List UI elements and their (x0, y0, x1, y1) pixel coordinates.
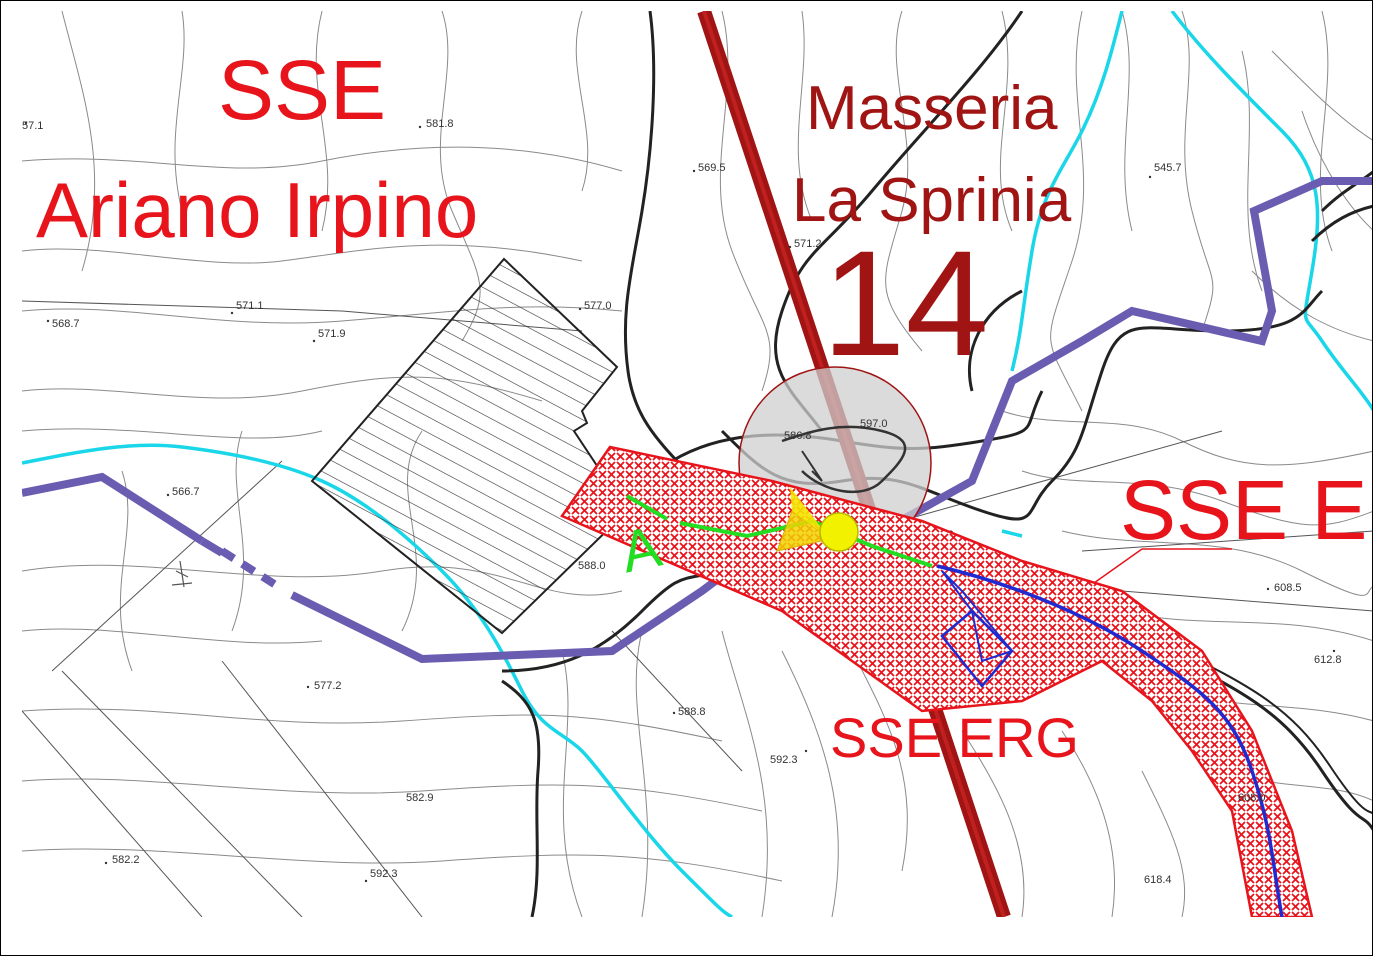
spot-height: 577.2 (314, 680, 342, 692)
spot-height: 608.0 (1238, 792, 1266, 804)
spot-height: 57.1 (22, 120, 43, 132)
label-masseria: Masseria (806, 74, 1058, 143)
hatched-site (310, 257, 629, 635)
spot-height: 571.2 (794, 238, 822, 250)
spot-height: 571.1 (236, 300, 264, 312)
map-canvas[interactable]: 57.1 581.8 569.5 545.7 571.2 568.7 571.1… (22, 11, 1373, 917)
spot-height: 569.5 (698, 162, 726, 174)
buffer-area (560, 445, 1314, 917)
survey-marker-icon (171, 560, 193, 588)
spot-height: 581.8 (426, 118, 454, 130)
spot-height: 592.3 (370, 868, 398, 880)
turbine-number-label: 14 (822, 219, 989, 387)
label-sse-ariano: SSE (218, 43, 386, 137)
turbine-marker[interactable] (776, 487, 859, 552)
spot-height: 618.4 (1144, 874, 1172, 886)
label-la-sprinia: La Sprinia (792, 166, 1072, 235)
spot-height: 545.7 (1154, 162, 1182, 174)
spot-height: 571.9 (318, 328, 346, 340)
spot-height: 582.2 (112, 854, 140, 866)
spot-height: 586.8 (784, 430, 812, 442)
spot-height: 566.7 (172, 486, 200, 498)
spot-height: 577.0 (584, 300, 612, 312)
cable-route (936, 564, 1284, 917)
label-sse-erg: SSE ERG (830, 706, 1079, 769)
spot-height: 568.7 (52, 318, 80, 330)
field-boundaries (22, 300, 1372, 917)
spot-height: 612.8 (1314, 654, 1342, 666)
spot-height: 588.8 (678, 706, 706, 718)
map-viewport[interactable]: 57.1 581.8 569.5 545.7 571.2 568.7 571.1… (22, 11, 1373, 917)
spot-height: 592.3 (770, 754, 798, 766)
spot-height: 582.9 (406, 792, 434, 804)
spot-height: 588.0 (578, 560, 606, 572)
spot-height: 597.0 (860, 418, 888, 430)
purple-boundary (22, 177, 1372, 664)
label-sse-e: SSE E (1120, 463, 1367, 557)
spot-heights: 57.1 581.8 569.5 545.7 571.2 568.7 571.1… (22, 118, 1342, 886)
label-ariano-irpino: Ariano Irpino (36, 166, 478, 254)
spot-height: 608.5 (1274, 582, 1302, 594)
yellow-dot-marker[interactable] (819, 512, 859, 552)
map-labels: SSE Ariano Irpino Masseria La Sprinia 14… (36, 43, 1367, 769)
